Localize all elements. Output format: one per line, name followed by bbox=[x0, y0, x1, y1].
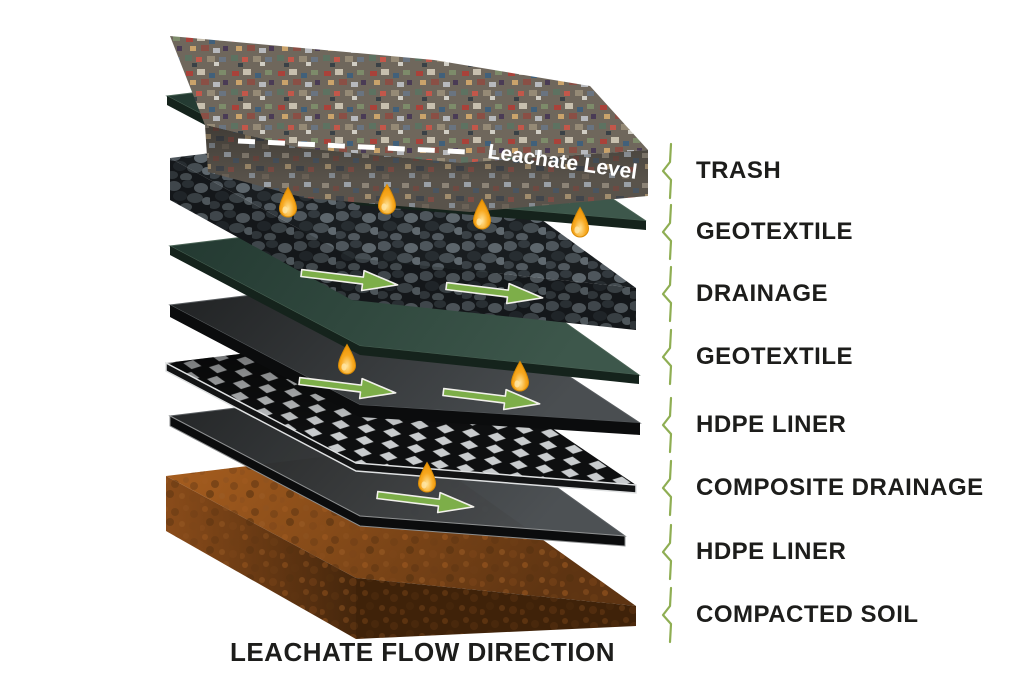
layer-label: HDPE LINER bbox=[696, 538, 847, 565]
layer-label: GEOTEXTILE bbox=[696, 218, 854, 245]
layer-label: GEOTEXTILE bbox=[696, 343, 854, 370]
layer-label-row: HDPE LINER bbox=[660, 395, 846, 455]
layer-label: COMPACTED SOIL bbox=[696, 601, 919, 628]
layer-label-row: GEOTEXTILE bbox=[660, 202, 853, 262]
leachate-level-line bbox=[237, 138, 469, 155]
layer-label-row: HDPE LINER bbox=[660, 522, 846, 582]
layer-label: HDPE LINER bbox=[696, 411, 847, 438]
layer-label: COMPOSITE DRAINAGE bbox=[696, 474, 984, 501]
layer-label-row: DRAINAGE bbox=[660, 264, 828, 324]
layers-illustration: Leachate Level bbox=[165, 36, 648, 639]
layer-trash-graphic bbox=[170, 36, 648, 212]
layer-label-row: GEOTEXTILE bbox=[660, 327, 853, 387]
layer-label: TRASH bbox=[696, 157, 782, 184]
layer-label: DRAINAGE bbox=[696, 280, 829, 307]
layer-label-row: COMPOSITE DRAINAGE bbox=[660, 458, 984, 518]
diagram-title: LEACHATE FLOW DIRECTION bbox=[229, 637, 616, 667]
layer-label-row: COMPACTED SOIL bbox=[660, 585, 919, 645]
